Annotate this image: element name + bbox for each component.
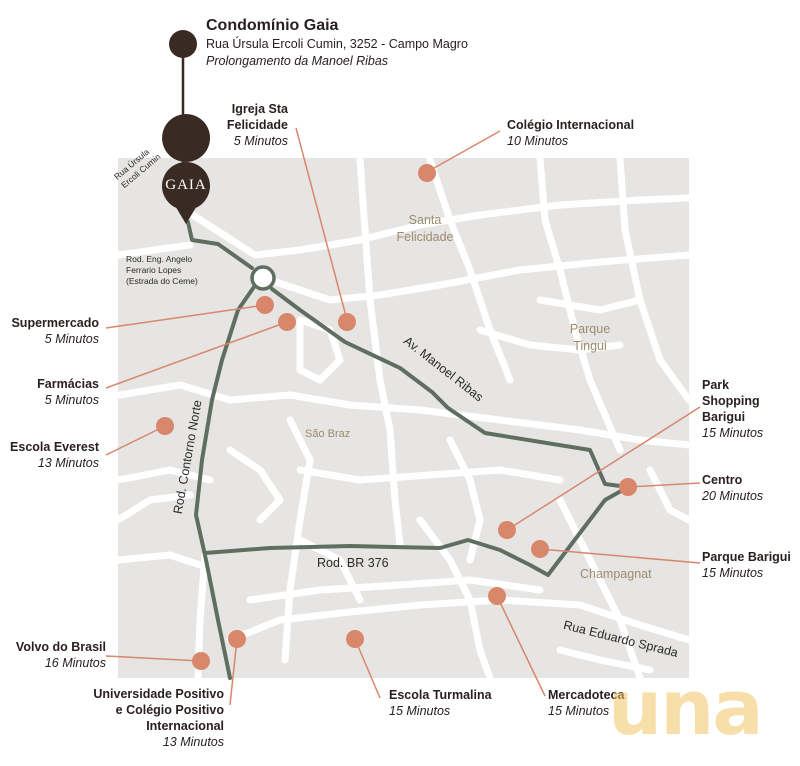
route (186, 220, 630, 680)
poi-dot-mercadoteca (488, 587, 506, 605)
road-br376: Rod. BR 376 (317, 556, 389, 570)
poi-dot-up (228, 630, 246, 648)
poi-dot-igreja (338, 313, 356, 331)
poi-dot-everest (156, 417, 174, 435)
place-champagnat: Champagnat (580, 567, 652, 581)
condominium-note: Prolongamento da Manoel Ribas (206, 54, 389, 68)
poi-dot-volvo (192, 652, 210, 670)
poi-dot-parque-barigui (531, 540, 549, 558)
poi-dot-farmacias (278, 313, 296, 331)
condominium-address: Rua Úrsula Ercoli Cumin, 3252 - Campo Ma… (206, 37, 468, 51)
street-network (114, 154, 693, 682)
gaia-logo: GAIA (165, 177, 207, 193)
roundabout (250, 265, 276, 291)
una-watermark: una (608, 663, 763, 752)
poi-dot-centro (619, 478, 637, 496)
poi-dot-colegio-internacional (418, 164, 436, 182)
poi-dot-park-shopping (498, 521, 516, 539)
pin-head-dot (169, 30, 197, 58)
header: Condomínio Gaia Rua Úrsula Ercoli Cumin,… (206, 16, 468, 70)
poi-dot-supermercado (256, 296, 274, 314)
poi-dot-turmalina (346, 630, 364, 648)
place-sao-braz: São Braz (305, 428, 351, 440)
leader-lines (105, 127, 701, 706)
poi-dots (156, 164, 637, 670)
condominium-name: Condomínio Gaia (206, 17, 339, 34)
